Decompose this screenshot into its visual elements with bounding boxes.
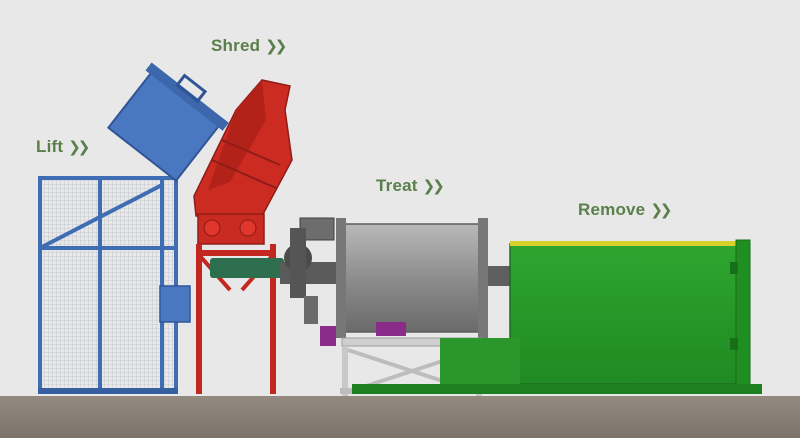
step-label-remove-text: Remove — [578, 200, 646, 219]
drive-motor — [280, 217, 346, 324]
roll-off-container — [352, 239, 762, 394]
step-label-remove: Remove❯❯ — [578, 200, 673, 220]
shredder — [193, 79, 293, 394]
step-label-treat-text: Treat — [376, 176, 418, 195]
lift-cage — [38, 176, 191, 394]
ground — [0, 396, 800, 438]
step-label-lift-text: Lift — [36, 137, 64, 156]
step-label-shred-text: Shred — [211, 36, 261, 55]
treatment-drum — [320, 218, 510, 396]
step-label-treat: Treat❯❯ — [376, 176, 445, 196]
step-label-shred: Shred❯❯ — [211, 36, 287, 56]
chevron-right-icon: ❯❯ — [265, 38, 287, 55]
step-label-lift: Lift❯❯ — [36, 137, 90, 157]
chevron-right-icon: ❯❯ — [68, 139, 90, 156]
waste-bin — [106, 62, 229, 183]
chevron-right-icon: ❯❯ — [650, 202, 672, 219]
chevron-right-icon: ❯❯ — [422, 178, 445, 195]
